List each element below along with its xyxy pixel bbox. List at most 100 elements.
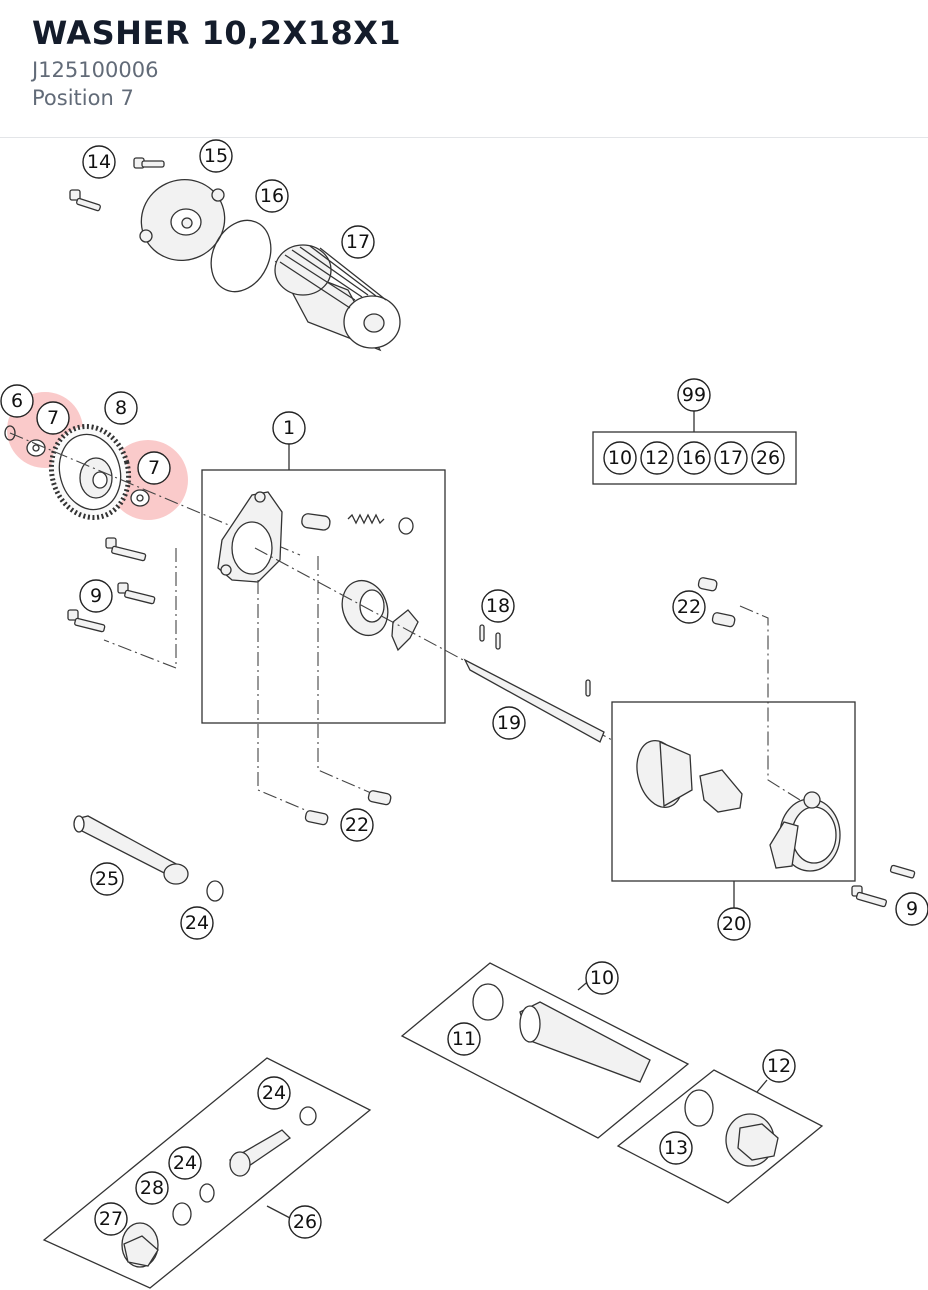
svg-text:28: 28	[140, 1177, 164, 1199]
svg-text:99: 99	[682, 384, 706, 406]
gear-part	[48, 423, 132, 521]
svg-text:19: 19	[497, 712, 521, 734]
pump-shaft-part	[463, 624, 605, 743]
callout-8[interactable]: 8	[104, 391, 138, 425]
svg-text:1: 1	[283, 417, 295, 439]
callout-1[interactable]: 1	[272, 411, 306, 445]
callout-99[interactable]: 99	[677, 378, 711, 412]
callout-22-bottom[interactable]: 22	[340, 808, 374, 842]
callout-17[interactable]: 17	[341, 225, 375, 259]
callout-14[interactable]: 14	[82, 145, 116, 179]
svg-text:8: 8	[115, 397, 127, 419]
callout-9-left[interactable]: 9	[79, 579, 113, 613]
svg-text:18: 18	[486, 595, 510, 617]
callout-kit-12[interactable]: 12	[640, 441, 674, 475]
pump-cover-part	[769, 791, 841, 872]
svg-text:22: 22	[677, 596, 701, 618]
svg-text:9: 9	[906, 898, 918, 920]
callout-9-right[interactable]: 9	[895, 892, 928, 926]
svg-text:14: 14	[87, 151, 111, 173]
screw-part	[67, 609, 106, 633]
svg-text:13: 13	[664, 1137, 688, 1159]
callout-7-b[interactable]: 7	[137, 451, 171, 485]
callout-24-a[interactable]: 24	[180, 906, 214, 940]
oil-filter-cover-group	[69, 157, 401, 352]
washer-part	[26, 439, 46, 457]
svg-text:16: 16	[682, 447, 706, 469]
callout-kit-10[interactable]: 10	[603, 441, 637, 475]
callout-13[interactable]: 13	[659, 1131, 693, 1165]
svg-text:17: 17	[719, 447, 743, 469]
rotor-part	[636, 740, 693, 808]
callout-22-top[interactable]: 22	[672, 590, 706, 624]
part-title: WASHER 10,2X18X1	[32, 14, 402, 52]
screw-part	[851, 864, 916, 908]
callout-15[interactable]: 15	[199, 139, 233, 173]
svg-text:20: 20	[722, 913, 746, 935]
part-header: WASHER 10,2X18X1 J125100006 Position 7	[0, 0, 928, 138]
svg-text:27: 27	[99, 1208, 123, 1230]
screw-part	[117, 582, 156, 605]
screw-part	[69, 189, 101, 212]
svg-text:26: 26	[756, 447, 780, 469]
o-ring-part	[206, 880, 224, 902]
valve-kit-box	[42, 1057, 372, 1289]
pump-spring-part	[347, 513, 385, 525]
svg-text:22: 22	[345, 814, 369, 836]
service-kit-box	[592, 411, 797, 485]
callout-26[interactable]: 26	[288, 1205, 322, 1239]
o-ring-part	[210, 219, 272, 293]
svg-text:17: 17	[346, 231, 370, 253]
svg-text:24: 24	[173, 1152, 197, 1174]
svg-text:7: 7	[47, 407, 59, 429]
svg-text:25: 25	[95, 868, 119, 890]
washer-part	[130, 489, 150, 507]
callout-kit-17[interactable]: 17	[714, 441, 748, 475]
callout-27[interactable]: 27	[94, 1202, 128, 1236]
oil-pipe-part	[73, 815, 189, 885]
filter-insert-box	[400, 962, 690, 1139]
pump-rotor-inner-part	[391, 609, 419, 652]
callout-kit-26[interactable]: 26	[751, 441, 785, 475]
pump-cover-box	[611, 701, 856, 908]
oil-filter-part	[274, 244, 401, 352]
callout-28[interactable]: 28	[135, 1171, 169, 1205]
pump-gear-group	[4, 423, 301, 669]
callout-12[interactable]: 12	[762, 1049, 796, 1083]
part-position: Position 7	[32, 86, 134, 110]
svg-text:11: 11	[452, 1028, 476, 1050]
svg-text:12: 12	[645, 447, 669, 469]
svg-text:10: 10	[590, 967, 614, 989]
callout-16[interactable]: 16	[255, 179, 289, 213]
callout-11[interactable]: 11	[447, 1022, 481, 1056]
callout-6[interactable]: 6	[0, 384, 34, 418]
callout-7-a[interactable]: 7	[36, 401, 70, 435]
svg-text:12: 12	[767, 1055, 791, 1077]
dowel-part	[304, 790, 392, 826]
svg-text:26: 26	[293, 1211, 317, 1233]
circlip-part	[4, 425, 16, 441]
callout-24-b[interactable]: 24	[257, 1076, 291, 1110]
callout-19[interactable]: 19	[492, 706, 526, 740]
drain-plug-box	[616, 1069, 824, 1204]
svg-text:9: 9	[90, 585, 102, 607]
callout-24-c[interactable]: 24	[168, 1146, 202, 1180]
callout-25[interactable]: 25	[90, 862, 124, 896]
pump-pin-part	[301, 513, 331, 531]
svg-text:16: 16	[260, 185, 284, 207]
callout-20[interactable]: 20	[717, 907, 751, 941]
part-number: J125100006	[32, 58, 159, 82]
svg-text:6: 6	[11, 390, 23, 412]
svg-text:7: 7	[148, 457, 160, 479]
svg-text:15: 15	[204, 145, 228, 167]
callout-18[interactable]: 18	[481, 589, 515, 623]
callout-kit-16[interactable]: 16	[677, 441, 711, 475]
exploded-parts-diagram: 14 15 16 17 6 7 8 7 1 9 99 10 12 16 17 2…	[0, 139, 928, 1289]
svg-text:24: 24	[262, 1082, 286, 1104]
callout-10[interactable]: 10	[585, 961, 619, 995]
oil-pump-box	[201, 444, 613, 813]
svg-text:24: 24	[185, 912, 209, 934]
filter-cover-part	[139, 178, 226, 262]
pump-washer-part	[398, 517, 414, 535]
dowel-part	[697, 577, 801, 801]
